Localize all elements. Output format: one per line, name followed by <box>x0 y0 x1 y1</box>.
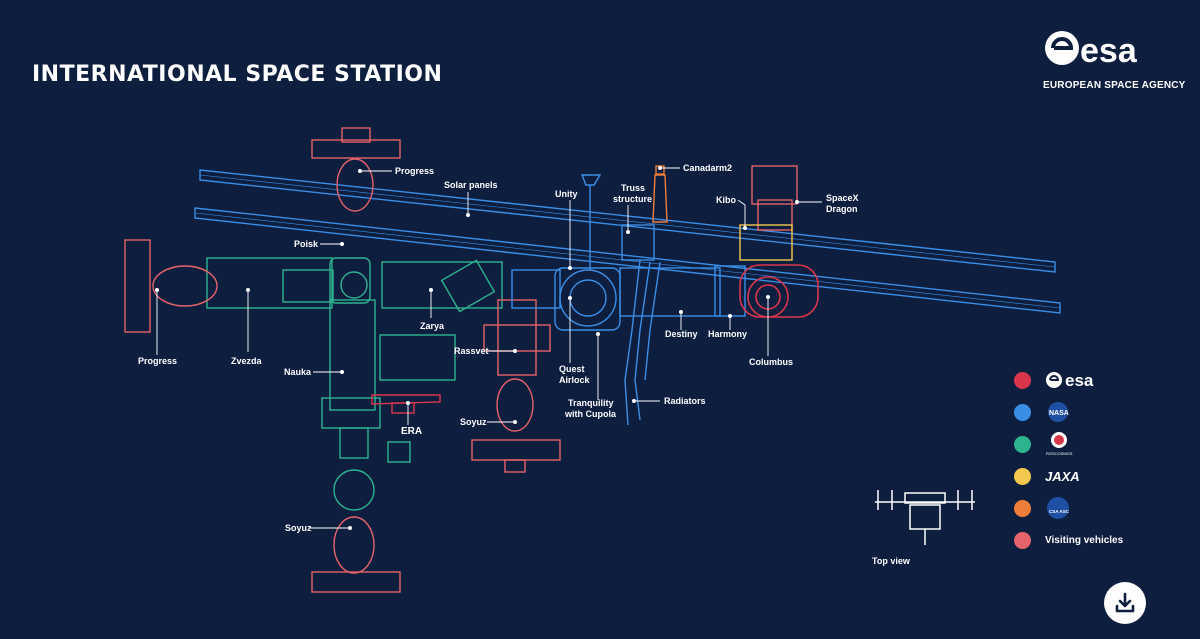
label-zvezda: Zvezda <box>231 356 263 366</box>
visiting-vehicles <box>124 127 798 593</box>
progress-left-vehicle <box>124 239 151 333</box>
nasa-logo: NASA <box>1045 401 1075 423</box>
csa-logo: CSA ASC <box>1045 496 1075 520</box>
legend-row-jaxa: JAXA <box>1014 460 1164 492</box>
label-truss-2: structure <box>613 194 652 204</box>
legend-row-csa: CSA ASC <box>1014 492 1164 524</box>
nauka-module <box>329 299 376 411</box>
agency-legend: esa NASA ROSCOSMOS JAXA <box>1014 364 1164 556</box>
leader-lines <box>156 167 822 529</box>
esa-logo-mark: esa <box>1045 31 1138 70</box>
label-columbus: Columbus <box>749 357 793 367</box>
svg-text:esa: esa <box>1065 371 1094 390</box>
russian-segment <box>206 257 503 511</box>
label-radiators: Radiators <box>664 396 706 406</box>
legend-row-roscosmos: ROSCOSMOS <box>1014 428 1164 460</box>
label-progress-top: Progress <box>395 166 434 176</box>
label-solar-panels: Solar panels <box>444 180 498 190</box>
svg-text:esa: esa <box>1080 32 1138 70</box>
label-quest-2: Airlock <box>559 375 591 385</box>
legend-row-esa: esa <box>1014 364 1164 396</box>
label-zarya: Zarya <box>420 321 445 331</box>
soyuz-right-vehicle <box>496 378 534 432</box>
label-tranquility-2: with Cupola <box>564 409 617 419</box>
label-soyuz-right: Soyuz <box>460 417 487 427</box>
progress-top-vehicle <box>311 139 401 159</box>
jaxa-logo: JAXA <box>1045 467 1085 485</box>
radiators <box>624 259 661 426</box>
csa-swatch <box>1014 499 1031 517</box>
kibo-module <box>739 224 793 261</box>
download-button[interactable] <box>1104 582 1146 624</box>
download-icon <box>1115 592 1135 613</box>
legend-row-visiting: Visiting vehicles <box>1014 524 1164 556</box>
leader-dots <box>155 166 799 530</box>
jaxa-swatch <box>1014 467 1031 485</box>
roscosmos-logo: ROSCOSMOS <box>1045 431 1079 457</box>
visiting-swatch <box>1014 531 1031 549</box>
label-rassvet: Rassvet <box>454 346 489 356</box>
label-spacex-2: Dragon <box>826 204 858 214</box>
era-arm <box>371 394 441 414</box>
label-truss-1: Truss <box>621 183 645 193</box>
svg-text:JAXA: JAXA <box>1045 469 1080 484</box>
label-kibo: Kibo <box>716 195 736 205</box>
label-unity: Unity <box>555 189 578 199</box>
destiny-module <box>619 267 721 317</box>
legend-label-visiting: Visiting vehicles <box>1045 534 1124 546</box>
label-quest-1: Quest <box>559 364 585 374</box>
top-view-thumbnail <box>875 490 975 545</box>
columbus-module <box>739 264 819 318</box>
legend-row-nasa: NASA <box>1014 396 1164 428</box>
esa-swatch <box>1014 371 1031 389</box>
page-title: INTERNATIONAL SPACE STATION <box>32 62 443 87</box>
label-harmony: Harmony <box>708 329 747 339</box>
label-canadarm2: Canadarm2 <box>683 163 732 173</box>
svg-text:CSA ASC: CSA ASC <box>1049 509 1070 514</box>
label-spacex-1: SpaceX <box>826 193 859 203</box>
label-nauka: Nauka <box>284 367 312 377</box>
label-tranquility-1: Tranquility <box>568 398 614 408</box>
soyuz-bottom-vehicle <box>333 516 375 574</box>
zvezda-module <box>206 257 333 309</box>
top-view-label: Top view <box>872 556 910 566</box>
label-progress-left: Progress <box>138 356 177 366</box>
spacex-dragon-vehicle <box>751 165 798 205</box>
label-destiny: Destiny <box>665 329 698 339</box>
nasa-swatch <box>1014 403 1031 421</box>
rassvet-module <box>483 299 551 376</box>
svg-text:ROSCOSMOS: ROSCOSMOS <box>1046 451 1073 456</box>
label-soyuz-bottom: Soyuz <box>285 523 312 533</box>
canadarm2 <box>652 165 668 223</box>
esa-brand-logo: esa <box>1040 28 1170 98</box>
unity-module <box>511 269 561 309</box>
module-labels: Progress Solar panels Unity Truss struct… <box>138 163 859 533</box>
esa-logo: esa <box>1045 370 1103 390</box>
us-segment <box>511 174 746 426</box>
tranquility-cupola <box>559 269 617 327</box>
label-era: ERA <box>401 426 422 437</box>
roscosmos-swatch <box>1014 435 1031 453</box>
label-poisk: Poisk <box>294 239 319 249</box>
brand-subtitle: EUROPEAN SPACE AGENCY <box>1043 80 1186 91</box>
zarya-module <box>381 261 503 309</box>
truss-structure <box>621 224 655 261</box>
svg-text:NASA: NASA <box>1049 410 1069 417</box>
node-hub <box>329 257 371 304</box>
